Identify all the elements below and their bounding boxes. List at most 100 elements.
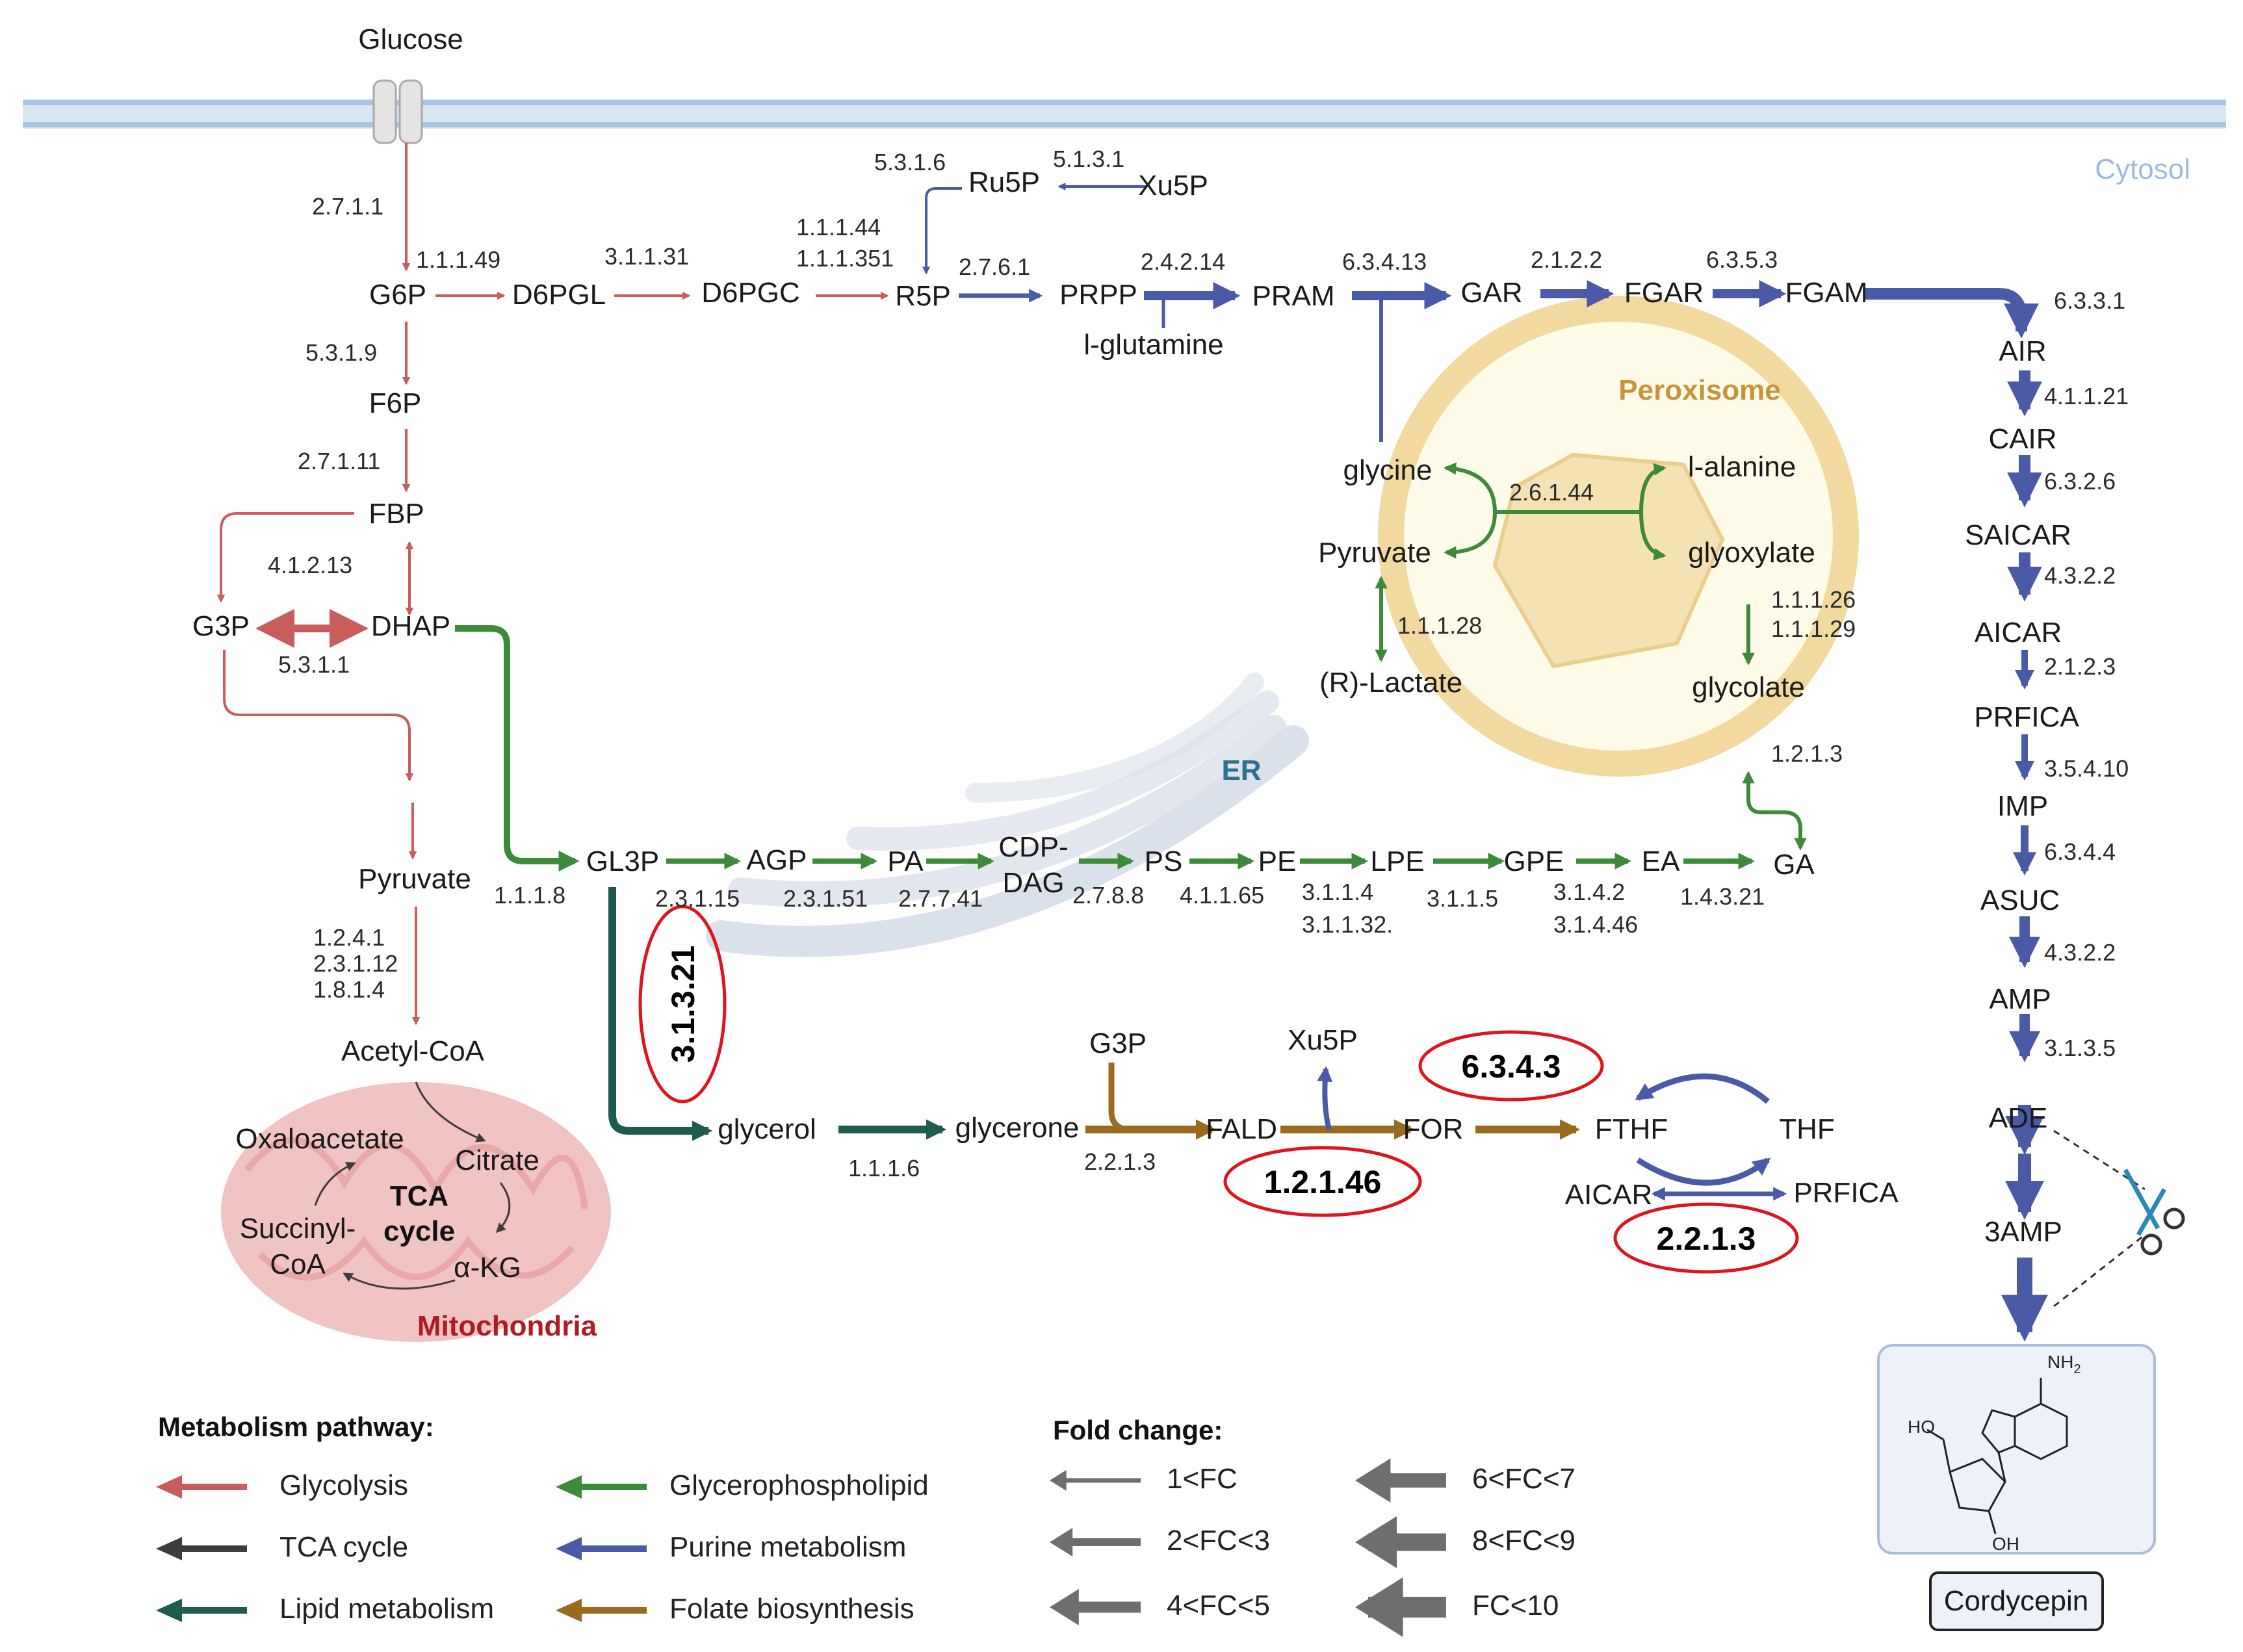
- ec-3-1-1-4: 3.1.1.4: [1302, 879, 1373, 905]
- folate-arrows: [1085, 1063, 1581, 1140]
- scissors-icon: [2053, 1129, 2185, 1308]
- glycerophospholipid-arrows: [455, 462, 1807, 872]
- ec-6-3-4-4: 6.3.4.4: [2044, 838, 2116, 865]
- legend-pathway-label: Glycerophospholipid: [669, 1469, 929, 1501]
- lipid-metabolism-arrows: [608, 887, 947, 1141]
- legend-fold-label: 4<FC<5: [1167, 1590, 1270, 1621]
- legend-fold-arrowhead: [1050, 1589, 1079, 1625]
- ade-label: ADE: [1989, 1102, 2047, 1134]
- lpe-label: LPE: [1370, 845, 1424, 877]
- highlight-ellipses: [638, 905, 1799, 1274]
- cdp-dag-label: CDP-DAG: [998, 831, 1069, 899]
- pa-label: PA: [887, 845, 924, 877]
- ec-2-7-8-8: 2.7.8.8: [1072, 882, 1144, 909]
- legend-pathway-arrowhead: [156, 1537, 182, 1560]
- ec-2-3-1-12: 2.3.1.12: [313, 950, 398, 977]
- highlighted-enzyme-labels: 3.1.3.21 6.3.4.3 1.2.1.46 2.2.1.3: [665, 946, 1756, 1257]
- cair-label: CAIR: [1988, 423, 2056, 455]
- legend-fold-label: FC<10: [1472, 1590, 1559, 1621]
- ps-label: PS: [1145, 845, 1183, 877]
- ea-label: EA: [1642, 845, 1680, 877]
- legend-fold-arrowhead: [1050, 1470, 1067, 1491]
- succinyl-coa-label: Succinyl-CoA: [240, 1213, 356, 1280]
- ec-1-1-1-49: 1.1.1.49: [416, 246, 500, 273]
- legend-fold-arrowhead: [1050, 1528, 1073, 1556]
- g3p-folate-label: G3P: [1089, 1027, 1147, 1059]
- ec-2-7-7-41: 2.7.7.41: [898, 885, 983, 912]
- ec-1-1-1-8: 1.1.1.8: [494, 882, 565, 909]
- ga-label: GA: [1773, 849, 1815, 881]
- fbp-label: FBP: [369, 498, 424, 530]
- pyruvate-cytosol-label: Pyruvate: [358, 863, 471, 895]
- ec-2-7-1-11: 2.7.1.11: [298, 448, 380, 474]
- gl3p-label: GL3P: [586, 845, 660, 877]
- acetyl-coa-label: Acetyl-CoA: [341, 1035, 485, 1067]
- l-alanine-label: l-alanine: [1688, 451, 1796, 483]
- ec-3-1-1-32: 3.1.1.32.: [1302, 911, 1393, 938]
- ec-5-3-1-9: 5.3.1.9: [305, 339, 377, 366]
- legend-fold-arrowhead: [1355, 1458, 1391, 1503]
- peroxisome: [1378, 296, 1859, 777]
- svg-text:HO: HO: [1908, 1417, 1935, 1437]
- xu5p-branch-arrow: [1317, 1066, 1333, 1131]
- legend-pathway-label: Lipid metabolism: [279, 1593, 494, 1625]
- ec-2-1-2-3: 2.1.2.3: [2044, 653, 2116, 680]
- mitochondria: [221, 1082, 611, 1342]
- ec-5-1-3-1: 5.1.3.1: [1053, 146, 1124, 172]
- oxaloacetate-label: Oxaloacetate: [235, 1123, 404, 1155]
- cordycepin-box: [1929, 1571, 2104, 1631]
- glyoxylate-label: glyoxylate: [1688, 537, 1815, 569]
- ec-2-2-1-3-small: 2.2.1.3: [1084, 1148, 1156, 1175]
- ec-1-1-1-26: 1.1.1.26: [1771, 586, 1856, 613]
- ec-2-4-2-14: 2.4.2.14: [1141, 248, 1225, 275]
- ec-3-1-3-5-text: 3.1.3.5: [2044, 1035, 2116, 1061]
- cytosol-label: Cytosol: [2095, 153, 2190, 185]
- r5p-label: R5P: [895, 280, 951, 312]
- fald-label: FALD: [1206, 1113, 1277, 1145]
- ec-1-2-1-3: 1.2.1.3: [1771, 740, 1843, 767]
- ec-2-1-2-2: 2.1.2.2: [1531, 246, 1602, 273]
- gpe-label: GPE: [1504, 845, 1564, 877]
- pram-label: PRAM: [1252, 280, 1334, 312]
- xu5p-folate-label: Xu5P: [1288, 1024, 1358, 1056]
- for-label: FOR: [1403, 1113, 1464, 1145]
- imp-label: IMP: [1997, 790, 2048, 822]
- citrate-label: Citrate: [455, 1144, 539, 1176]
- ec-3-1-4-2: 3.1.4.2: [1553, 879, 1625, 905]
- legend-pathway-arrowhead: [156, 1599, 182, 1622]
- ec-1-2-1-46: 1.2.1.46: [1264, 1164, 1382, 1200]
- tca-arrows: [314, 1081, 511, 1290]
- ec-2-3-1-15: 2.3.1.15: [655, 885, 740, 912]
- legend-fold-label: 8<FC<9: [1472, 1525, 1575, 1556]
- r-lactate-label: (R)-Lactate: [1319, 667, 1462, 699]
- ec-6-3-5-3: 6.3.5.3: [1706, 246, 1778, 273]
- g3p-label: G3P: [192, 610, 250, 642]
- amp-label: AMP: [1989, 983, 2051, 1015]
- legend: Metabolism pathway: Fold change: Glycoly…: [156, 1412, 1575, 1637]
- pyruvate-peroxisome-label: Pyruvate: [1318, 537, 1431, 569]
- ec-1-1-1-28: 1.1.1.28: [1397, 612, 1482, 639]
- glycolysis-arrows: [216, 143, 889, 1026]
- saicar-label: SAICAR: [1965, 519, 2071, 551]
- legend-pathway-label: Purine metabolism: [669, 1531, 906, 1563]
- agp-label: AGP: [747, 844, 807, 876]
- ec-1-1-1-29: 1.1.1.29: [1771, 615, 1856, 642]
- metabolite-labels: Glucose G6P D6PGL D6PGC R5P Ru5P Xu5P PR…: [192, 23, 2088, 1617]
- legend-pathway-arrowhead: [556, 1537, 582, 1560]
- legend-pathway-arrowhead: [556, 1599, 582, 1622]
- g6p-label: G6P: [369, 279, 426, 311]
- ec-3-5-4-10: 3.5.4.10: [2044, 755, 2129, 782]
- plasma-membrane: [23, 99, 2226, 129]
- ec-4-3-2-2-b: 4.3.2.2: [2044, 939, 2116, 966]
- ec-4-3-2-2-a: 4.3.2.2: [2044, 562, 2116, 589]
- svg-text:NH2: NH2: [2047, 1352, 2081, 1376]
- endoplasmic-reticulum: [706, 673, 1309, 957]
- ec-1-1-1-351: 1.1.1.351: [796, 245, 894, 272]
- enzyme-labels: 2.7.1.1 1.1.1.49 3.1.1.31 1.1.1.44 1.1.1…: [268, 146, 2129, 1181]
- 3amp-label: 3AMP: [1984, 1216, 2062, 1248]
- mitochondria-label: Mitochondria: [417, 1310, 597, 1342]
- ru5p-label: Ru5P: [968, 166, 1040, 198]
- ec-5-3-1-6: 5.3.1.6: [874, 149, 946, 175]
